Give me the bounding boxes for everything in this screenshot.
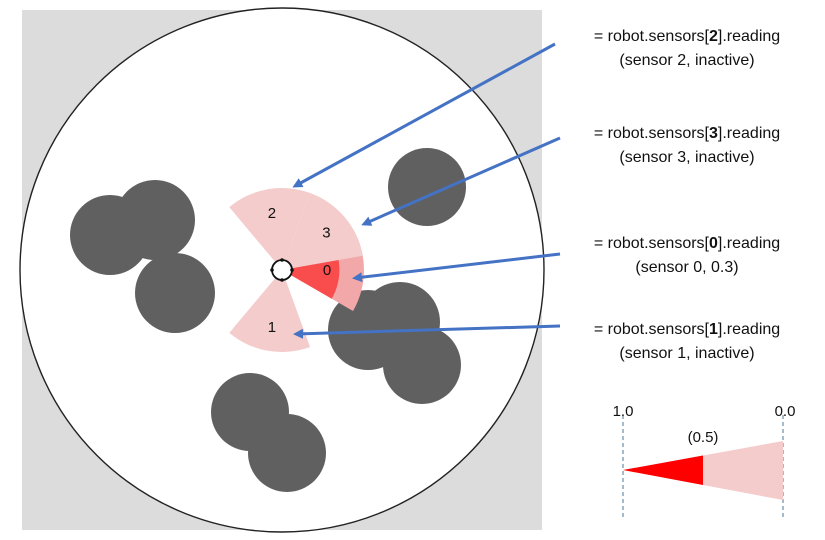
robot-marker (290, 268, 294, 272)
obstacle (115, 180, 195, 260)
sensor-cone-1 (229, 270, 311, 352)
legend-right-label: 0.0 (775, 403, 796, 420)
sensor-cone-2 (229, 188, 311, 270)
obstacle (135, 253, 215, 333)
sensor-label-3: 3 (322, 225, 330, 242)
robot (270, 258, 294, 282)
arrow-sensor-2 (292, 42, 556, 188)
sensor-label-2: 2 (268, 205, 276, 222)
reading-legend: 1.0 0.0 (0.5) (613, 403, 796, 518)
robot-marker (280, 258, 284, 262)
robot-body (271, 259, 293, 281)
annotation-expression: = robot.sensors[2].reading (593, 28, 781, 45)
sensor-label-1: 1 (268, 319, 276, 336)
arrow-sensor-3 (361, 136, 561, 226)
annotation-arrows (292, 42, 561, 339)
legend-left-label: 1.0 (613, 403, 634, 420)
annotation-detail: (sensor 2, inactive) (619, 52, 755, 69)
annotation-expression: = robot.sensors[0].reading (593, 235, 781, 252)
obstacles (70, 148, 466, 492)
arrow-sensor-1 (293, 324, 561, 339)
legend-wedge-fill (623, 455, 703, 485)
obstacle (248, 414, 326, 492)
annotation-detail: (sensor 1, inactive) (619, 345, 755, 362)
arrow-sensor-0 (352, 252, 561, 283)
sensor-label-0: 0 (323, 262, 331, 279)
robot-marker (270, 268, 274, 272)
obstacle (388, 148, 466, 226)
annotation-detail: (sensor 0, 0.3) (635, 259, 739, 276)
annotation-expression: = robot.sensors[3].reading (593, 125, 781, 142)
sensor-cone-3 (282, 192, 363, 270)
sensor-cones: 0 1 2 3 (229, 188, 364, 352)
robot-marker (280, 278, 284, 282)
legend-middle-label: (0.5) (688, 429, 719, 446)
annotation-expression: = robot.sensors[1].reading (593, 321, 781, 338)
obstacle (383, 326, 461, 404)
annotation-detail: (sensor 3, inactive) (619, 149, 755, 166)
